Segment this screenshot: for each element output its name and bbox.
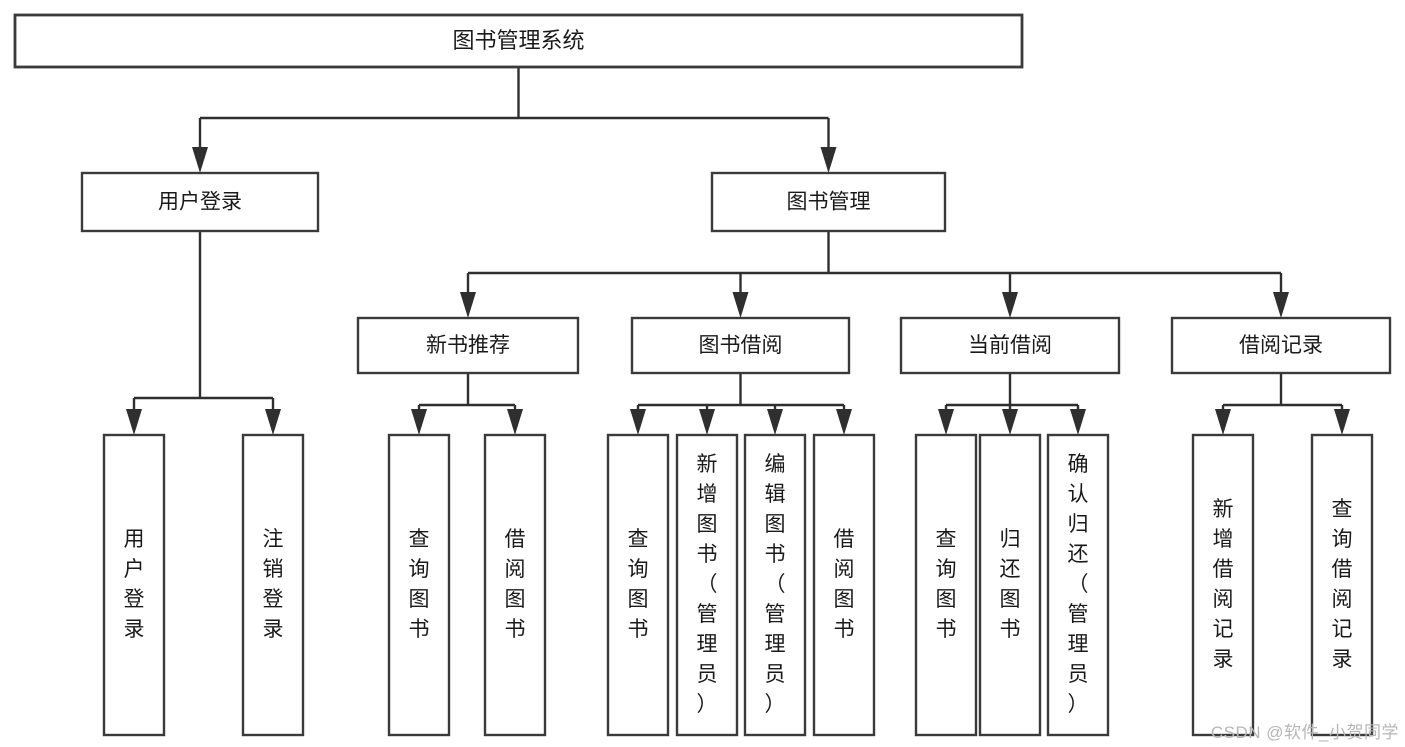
- node-label: 图书管理系统: [452, 28, 584, 53]
- node-label: 用户登录: [124, 528, 145, 641]
- node-box[interactable]: [1046, 433, 1110, 737]
- node-box[interactable]: [13, 13, 1024, 69]
- node-label: 新增借阅记录: [1213, 498, 1234, 671]
- node-label: 新书推荐: [426, 334, 510, 357]
- node-new-book-recommend[interactable]: 新书推荐: [356, 316, 580, 375]
- node-box[interactable]: [812, 433, 876, 737]
- arrow-head-icon: [699, 409, 715, 435]
- arrow-head-icon: [820, 147, 837, 173]
- node-label: 查询图书: [409, 528, 430, 641]
- arrow-head-icon: [126, 409, 142, 435]
- node-box[interactable]: [241, 433, 305, 737]
- node-label: 查询借阅记录: [1332, 498, 1353, 671]
- node-root[interactable]: 图书管理系统: [13, 13, 1024, 69]
- node-label: 编辑图书（管理员）: [765, 453, 786, 716]
- node-label: 图书管理: [787, 191, 871, 214]
- arrow-head-icon: [630, 409, 646, 435]
- node-current-borrow[interactable]: 当前借阅: [899, 316, 1121, 375]
- node-box[interactable]: [606, 433, 670, 737]
- connector-group: [938, 373, 1086, 435]
- arrow-head-icon: [836, 409, 852, 435]
- arrow-head-icon: [1273, 292, 1289, 318]
- connector-group: [1215, 373, 1350, 435]
- node-user-login[interactable]: 用户登录: [80, 171, 320, 233]
- node-box[interactable]: [102, 433, 166, 737]
- arrow-head-icon: [507, 409, 523, 435]
- arrow-head-icon: [265, 409, 281, 435]
- node-leaf-user-login[interactable]: 用户登录: [102, 433, 166, 737]
- node-label: 借阅记录: [1239, 334, 1323, 357]
- connector-group: [126, 231, 281, 435]
- node-leaf-add-book-admin[interactable]: 新增图书（管理员）: [675, 433, 739, 737]
- node-box[interactable]: [80, 171, 320, 233]
- node-label: 新增图书（管理员）: [697, 453, 718, 716]
- arrow-head-icon: [1002, 409, 1018, 435]
- node-box[interactable]: [1170, 316, 1392, 375]
- arrow-head-icon: [732, 292, 749, 318]
- node-box[interactable]: [483, 433, 547, 737]
- node-leaf-borrow-book[interactable]: 借阅图书: [812, 433, 876, 737]
- node-box[interactable]: [914, 433, 978, 737]
- node-label: 查询图书: [936, 528, 957, 641]
- node-box[interactable]: [710, 171, 947, 233]
- node-leaf-add-borrow-record[interactable]: 新增借阅记录: [1191, 433, 1255, 737]
- connector-group: [192, 67, 837, 173]
- node-box[interactable]: [743, 433, 807, 737]
- node-leaf-query-book-new[interactable]: 查询图书: [387, 433, 451, 737]
- node-leaf-return-book[interactable]: 归还图书: [978, 433, 1042, 737]
- connector-layer: [126, 67, 1350, 435]
- arrow-head-icon: [767, 409, 783, 435]
- node-leaf-user-logout[interactable]: 注销登录: [241, 433, 305, 737]
- node-label: 借阅图书: [834, 528, 855, 641]
- node-box[interactable]: [387, 433, 451, 737]
- arrow-head-icon: [1215, 409, 1231, 435]
- arrow-head-icon: [192, 147, 208, 173]
- node-label: 图书借阅: [699, 334, 783, 357]
- node-label: 当前借阅: [968, 334, 1052, 357]
- node-label: 借阅图书: [505, 528, 526, 641]
- node-label: 确认归还（管理员）: [1068, 453, 1089, 716]
- connector-group: [460, 231, 1289, 318]
- node-leaf-edit-book-admin[interactable]: 编辑图书（管理员）: [743, 433, 807, 737]
- node-book-borrow[interactable]: 图书借阅: [630, 316, 851, 375]
- node-box[interactable]: [899, 316, 1121, 375]
- node-layer: 图书管理系统用户登录图书管理新书推荐图书借阅当前借阅借阅记录用户登录注销登录查询…: [13, 13, 1392, 737]
- node-box[interactable]: [1310, 433, 1374, 737]
- node-box[interactable]: [1191, 433, 1255, 737]
- arrow-head-icon: [1334, 409, 1350, 435]
- connector-group: [411, 373, 523, 435]
- node-label: 注销登录: [263, 528, 284, 641]
- node-label: 用户登录: [158, 191, 242, 214]
- arrow-head-icon: [411, 409, 427, 435]
- node-box[interactable]: [356, 316, 580, 375]
- node-leaf-query-book-borrow[interactable]: 查询图书: [606, 433, 670, 737]
- node-box[interactable]: [630, 316, 851, 375]
- node-leaf-query-book-current[interactable]: 查询图书: [914, 433, 978, 737]
- node-leaf-borrow-book-new[interactable]: 借阅图书: [483, 433, 547, 737]
- arrow-head-icon: [1002, 292, 1018, 318]
- arrow-head-icon: [1070, 409, 1086, 435]
- node-box[interactable]: [675, 433, 739, 737]
- arrow-head-icon: [460, 292, 476, 318]
- node-book-manage[interactable]: 图书管理: [710, 171, 947, 233]
- node-borrow-record[interactable]: 借阅记录: [1170, 316, 1392, 375]
- connector-group: [630, 373, 852, 435]
- node-leaf-confirm-return-admin[interactable]: 确认归还（管理员）: [1046, 433, 1110, 737]
- arrow-head-icon: [938, 409, 954, 435]
- node-label: 查询图书: [628, 528, 649, 641]
- node-label: 归还图书: [1000, 528, 1021, 641]
- node-box[interactable]: [978, 433, 1042, 737]
- node-leaf-query-borrow-record[interactable]: 查询借阅记录: [1310, 433, 1374, 737]
